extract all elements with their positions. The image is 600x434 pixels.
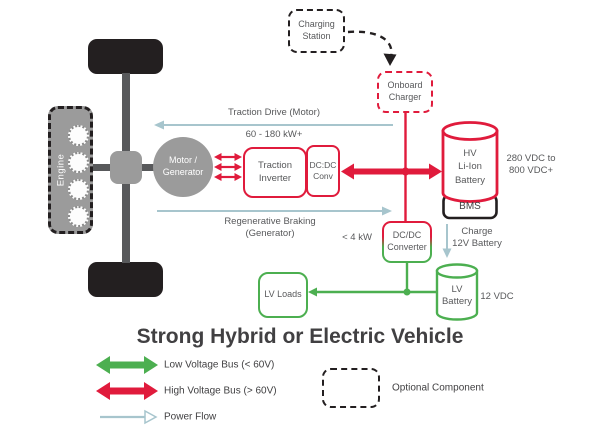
legend-low-voltage-label: Low Voltage Bus (< 60V) bbox=[164, 359, 275, 371]
engine-link bbox=[91, 164, 113, 171]
legend-optional-box bbox=[322, 368, 380, 408]
dcdc-converter-box: DC/DC Converter bbox=[382, 221, 432, 263]
lv-bus-lines bbox=[308, 263, 438, 297]
legend-low-voltage-arrow bbox=[96, 356, 158, 374]
hv-range-label: 280 VDC to 800 VDC+ bbox=[506, 153, 556, 176]
engine-cylinder-icon bbox=[68, 206, 89, 227]
regen-braking-label: Regenerative Braking (Generator) bbox=[224, 216, 316, 239]
transmission-case bbox=[110, 151, 142, 184]
hv-bus-arrow bbox=[341, 163, 442, 180]
charging-station-label: Charging Station bbox=[298, 19, 335, 41]
engine-label: Engine bbox=[55, 153, 67, 187]
diagram-title: Strong Hybrid or Electric Vehicle bbox=[136, 325, 464, 348]
legend-power-flow-label: Power Flow bbox=[164, 411, 217, 423]
dcdc-converter-label: DC/DC Converter bbox=[387, 230, 427, 252]
onboard-charger-box: Onboard Charger bbox=[377, 71, 433, 113]
dcdc-conv-hv-box: DC:DC Conv bbox=[306, 145, 340, 197]
lv-loads-box: LV Loads bbox=[258, 272, 308, 318]
dcdc-power-label: < 4 kW bbox=[342, 232, 372, 244]
lv-voltage-label: 12 VDC bbox=[480, 291, 514, 303]
engine-block bbox=[48, 106, 93, 234]
hv-battery-cylinder bbox=[441, 121, 499, 203]
lv-loads-label: LV Loads bbox=[264, 289, 302, 300]
onboard-charger-label: Onboard Charger bbox=[387, 80, 423, 102]
bms-label: BMS bbox=[459, 200, 481, 212]
traction-drive-arrow bbox=[154, 120, 393, 130]
traction-inverter-label: Traction Inverter bbox=[258, 160, 292, 184]
lv-battery-label: LV Battery bbox=[441, 284, 473, 307]
motor-link bbox=[140, 164, 156, 171]
legend-power-flow-arrow bbox=[100, 409, 158, 425]
charge-12v-arrow bbox=[442, 224, 452, 258]
legend-high-voltage-arrow bbox=[96, 382, 158, 400]
motor-generator-label: Motor / Generator bbox=[162, 155, 204, 177]
regen-braking-arrow bbox=[157, 206, 392, 216]
legend-optional-label: Optional Component bbox=[392, 382, 484, 394]
front-wheel bbox=[88, 39, 163, 74]
traction-drive-label: Traction Drive (Motor) bbox=[227, 107, 321, 119]
dcdc-conv-hv-label: DC:DC Conv bbox=[309, 159, 337, 181]
traction-inverter-box: Traction Inverter bbox=[243, 147, 307, 198]
engine-cylinder-icon bbox=[68, 152, 89, 173]
ac-phase-arrows bbox=[214, 153, 242, 181]
lv-battery-cylinder bbox=[435, 263, 479, 321]
charge-12v-label: Charge 12V Battery bbox=[452, 226, 502, 249]
motor-generator: Motor / Generator bbox=[153, 137, 213, 197]
legend-high-voltage-label: High Voltage Bus (> 60V) bbox=[164, 385, 277, 397]
engine-cylinder-icon bbox=[68, 125, 89, 146]
charging-station-box: Charging Station bbox=[288, 9, 345, 53]
power-rating-label: 60 - 180 kW+ bbox=[245, 129, 303, 141]
engine-cylinder-icon bbox=[68, 179, 89, 200]
hv-vertical-line bbox=[401, 113, 410, 222]
charging-station-arrow bbox=[347, 30, 397, 66]
hv-battery-label: HV Li-Ion Battery bbox=[454, 148, 486, 186]
rear-wheel bbox=[88, 262, 163, 297]
